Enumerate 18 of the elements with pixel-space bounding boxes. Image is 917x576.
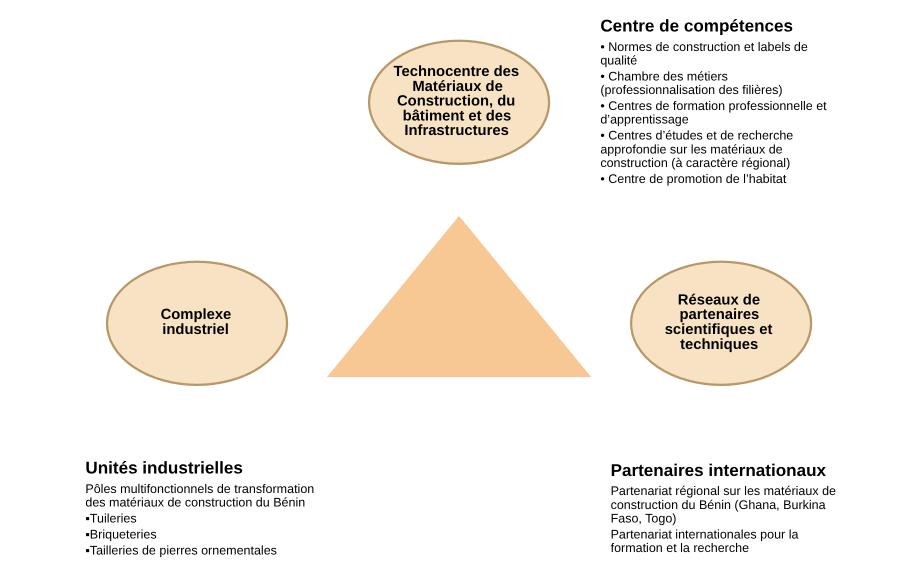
node-label: Partenariat internationales pour la formation et la recherche bbox=[610, 527, 798, 556]
node-label: • Centres de formation professionnelle et d’apprentissage bbox=[600, 99, 827, 127]
node-label: Partenaires internationaux bbox=[610, 460, 826, 480]
node-ellipse: Complexe industriel bbox=[106, 260, 288, 386]
node-label: • Chambre des métiers (professionnalisation des filières) bbox=[600, 69, 783, 98]
node-label: Unités industrielles bbox=[85, 458, 243, 478]
node-label: Centre de compétences bbox=[600, 16, 794, 36]
node-label: Partenariat régional sur les matériaux de construction du Bénin (Ghana, Burkina Faso, Togo) bbox=[610, 484, 836, 526]
node-label: • Centres d’études et de recherche approfondie sur les matériaux de construction (à caractère régional) bbox=[600, 128, 794, 170]
node-label: ▪Tailleries de pierres ornementales bbox=[85, 543, 277, 558]
node-label: • Normes de construction et labels de qualité bbox=[600, 40, 808, 68]
node-label: • Centre de promotion de l’habitat bbox=[600, 172, 786, 186]
node-ellipse: Réseaux de partenaires scientifiques et techniques bbox=[630, 260, 812, 386]
node-label: ▪Tuileries bbox=[85, 511, 137, 526]
node-ellipse: Technocentre des Matériaux de Construction, du bâtiment et des Infrastructures bbox=[368, 40, 550, 165]
node-label: Pôles multifonctionnels de transformation des matériaux de construction du Bénin bbox=[85, 482, 314, 510]
node-label: ▪Briqueteries bbox=[85, 527, 157, 542]
node-triangle bbox=[326, 216, 592, 378]
